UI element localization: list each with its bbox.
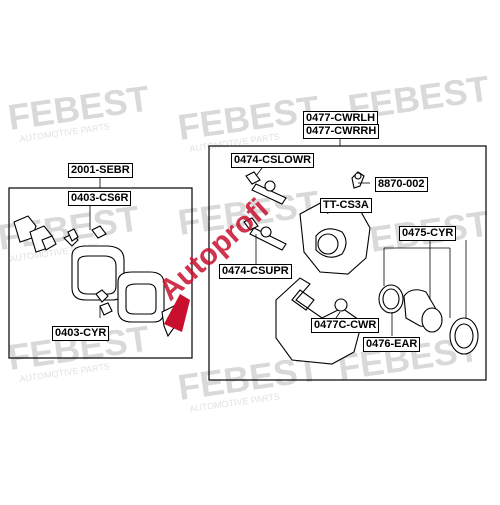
- guide-pin-upper: [249, 227, 287, 251]
- lower-pin-label: 0474-CSLOWR: [231, 153, 315, 168]
- leader-line: [335, 311, 341, 319]
- caliper-label-rh: 0477-CWRRH: [303, 124, 380, 139]
- watermark-layer: FEBEST FEBEST FEBEST FEBEST FEBEST FEBES…: [0, 68, 492, 408]
- kit-label: 2001-SEBR: [68, 163, 133, 178]
- guide-pin-bolt: [260, 226, 272, 238]
- guide-pin-boot: [245, 171, 261, 185]
- pad-friction-outline: [77, 255, 117, 295]
- pad-kit-parts: [13, 215, 179, 338]
- caliper-kit-frame: [208, 145, 487, 381]
- pad-clip: [99, 302, 113, 316]
- pad-kit-label: 0403-CS6R: [68, 191, 132, 206]
- leader-lines: [89, 138, 467, 336]
- pad-clip: [95, 289, 109, 303]
- guide-pin-lower: [251, 183, 287, 205]
- guide-pin-bolt: [264, 180, 276, 192]
- caliper-bore-inner: [317, 233, 339, 255]
- pad-friction-outline: [125, 283, 157, 315]
- dust-boot-inner: [454, 323, 474, 349]
- piston-face: [421, 307, 443, 333]
- bleeder-label: 8870-002: [375, 177, 428, 192]
- caliper-body-label: TT-CS3A: [320, 198, 372, 213]
- bleeder-cap: [354, 172, 362, 180]
- seal-label: 0476-EAR: [363, 337, 421, 352]
- upper-pin-label: 0474-CSUPR: [219, 264, 292, 279]
- piston-seal-inner: [382, 288, 400, 310]
- clip-label: 0403-CYR: [52, 326, 110, 341]
- pad-clip: [91, 225, 107, 239]
- autoprofi-logo-mark: [164, 294, 190, 332]
- caliper-bore: [315, 228, 347, 258]
- pad-clip: [67, 228, 79, 242]
- guide-pin-boot: [243, 217, 259, 231]
- bracket-slot: [291, 289, 315, 311]
- bracket-label: 0477C-CWR: [311, 318, 380, 333]
- leader-line: [255, 167, 263, 177]
- bracket-bushing: [334, 298, 348, 312]
- pad-kit-frame: [8, 187, 193, 359]
- piston-kit-label: 0475-CYR: [399, 226, 457, 241]
- pad-clip: [41, 235, 57, 251]
